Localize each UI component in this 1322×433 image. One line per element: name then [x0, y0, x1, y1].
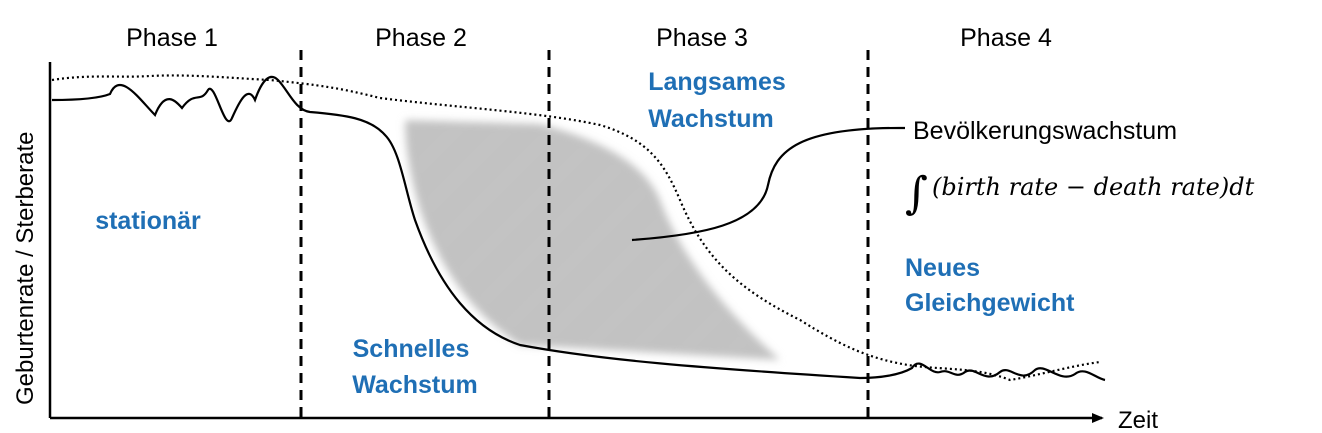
population-growth-area [405, 120, 780, 360]
phase-4-label: Phase 4 [960, 24, 1052, 52]
population-growth-title: Bevölkerungswachstum [913, 117, 1177, 145]
annotation-pointer-line [631, 126, 906, 242]
death-rate-curve [51, 75, 1106, 382]
stage-stationary-label: stationär [95, 207, 201, 235]
stage-equilibrium-line2: Gleichgewicht [905, 289, 1075, 317]
phase-1-label: Phase 1 [126, 24, 218, 52]
stage-fast-growth-line2: Wachstum [352, 371, 477, 399]
y-axis-label: Geburtenrate / Sterberate [12, 132, 39, 406]
integral-symbol: ∫ [905, 168, 928, 219]
stage-equilibrium-line1: Neues [905, 254, 980, 282]
phase-2-label: Phase 2 [375, 24, 467, 52]
stage-slow-growth-line2: Wachstum [648, 105, 773, 133]
phase-3-label: Phase 3 [656, 24, 748, 52]
stage-slow-growth-line1: Langsames [648, 68, 786, 96]
population-growth-formula: (birth rate − death rate)dt [932, 173, 1255, 201]
stage-fast-growth-line1: Schnelles [353, 335, 470, 363]
x-axis-label: Zeit [1118, 407, 1158, 433]
